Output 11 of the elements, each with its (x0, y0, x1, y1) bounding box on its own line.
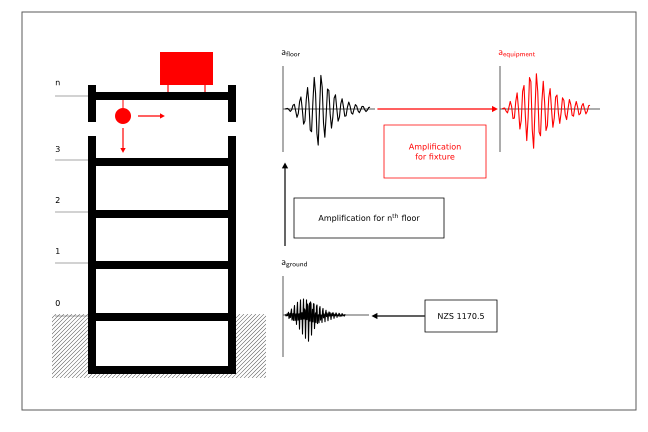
floor-label: 3 (54, 146, 88, 160)
signal-plot: $\mathsf{a}_{\mathsf{ground}}$ (282, 260, 370, 358)
floor-label: 2 (54, 197, 88, 212)
signal-plot: $\mathsf{a}_{\mathsf{equipment}}$ (498, 50, 600, 152)
process-box: Amplification for n$^{th}$ floor (294, 198, 444, 238)
process-box: Amplification for fixture (384, 124, 486, 178)
floor-label: 1 (54, 248, 88, 264)
process-box: NZS 1170.5 (424, 300, 498, 332)
floor-label: n (54, 80, 88, 96)
floor-label: 0 (54, 300, 88, 316)
signal-plot: $\mathsf{a}_{\mathsf{floor}}$ (282, 50, 376, 152)
